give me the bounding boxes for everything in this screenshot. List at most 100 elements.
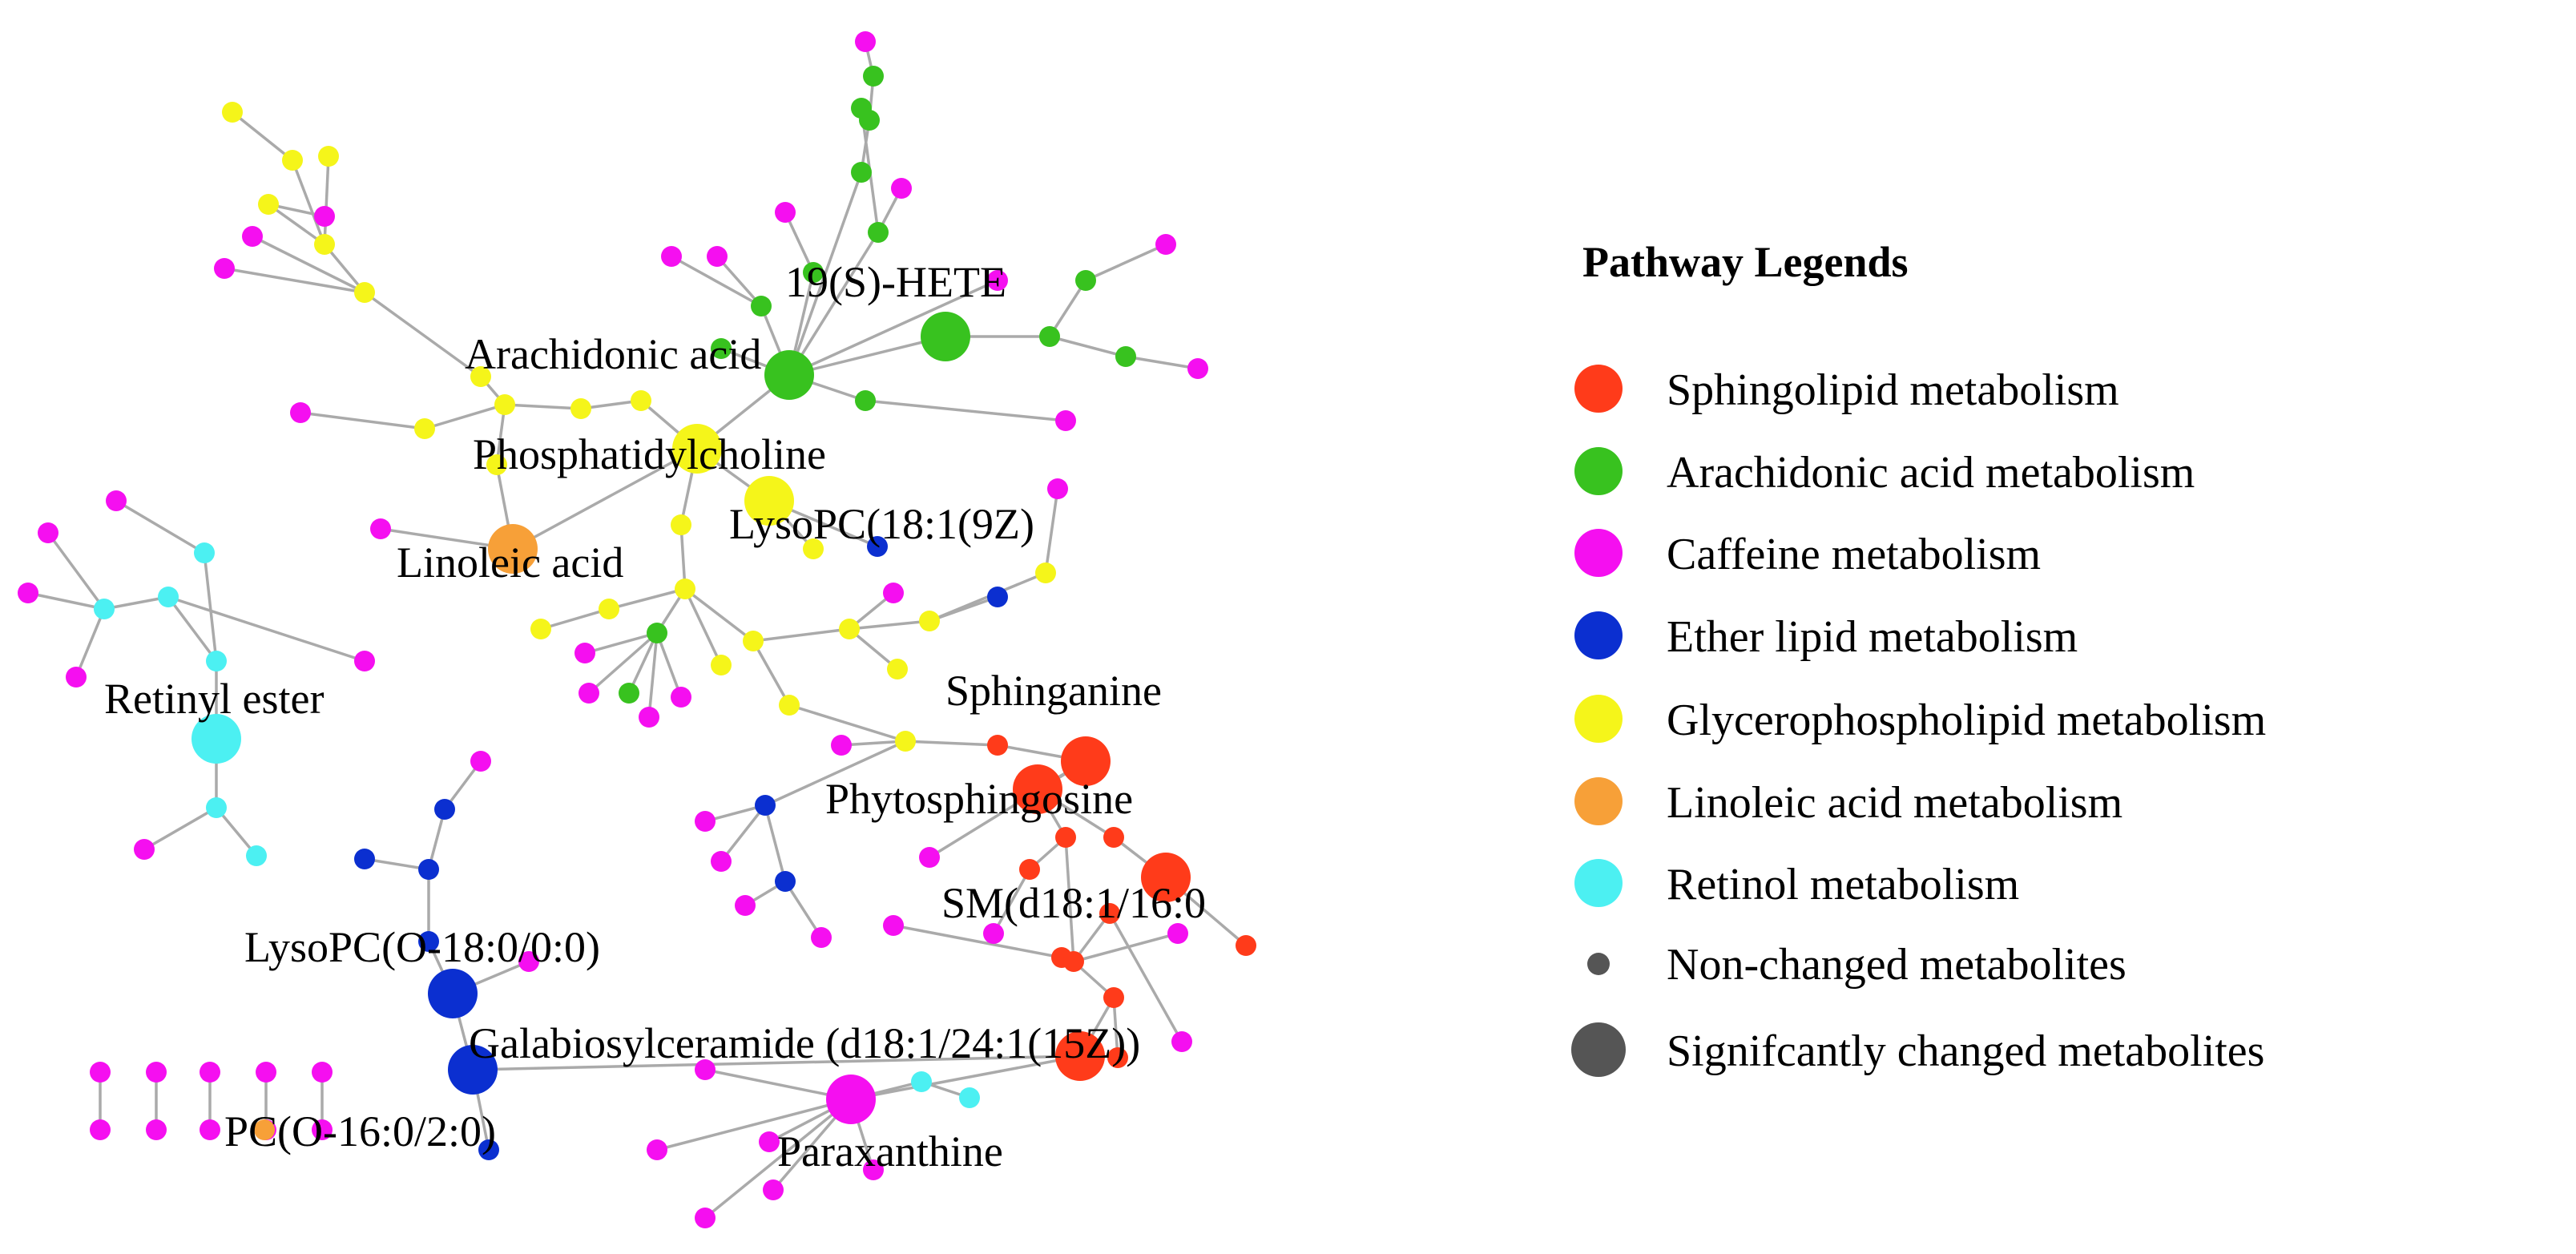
metabolite-node bbox=[470, 751, 491, 772]
metabolite-node bbox=[1155, 234, 1176, 255]
network-edge bbox=[215, 806, 258, 857]
metabolite-node bbox=[242, 226, 263, 247]
network-edge bbox=[363, 291, 482, 378]
metabolite-node bbox=[1035, 562, 1056, 583]
network-edge bbox=[784, 212, 815, 273]
network-edge bbox=[671, 255, 762, 308]
metabolite-node bbox=[743, 631, 764, 651]
metabolite-node bbox=[1075, 270, 1096, 291]
network-edge bbox=[167, 595, 365, 663]
metabolite-node bbox=[494, 394, 515, 415]
metabolite-node bbox=[1099, 903, 1120, 924]
label-sphinganine: Sphinganine bbox=[945, 667, 1162, 715]
metabolite-node bbox=[1047, 478, 1068, 499]
metabolite-node bbox=[695, 1059, 716, 1080]
network-edge bbox=[1085, 243, 1167, 282]
metabolite-node bbox=[983, 923, 1004, 944]
metabolite-node bbox=[867, 536, 888, 557]
significant-metabolite-node bbox=[744, 476, 794, 526]
legend-label: Caffeine metabolism bbox=[1667, 530, 2041, 579]
metabolite-node bbox=[314, 234, 335, 255]
network-edge bbox=[1073, 932, 1179, 963]
network-edge bbox=[716, 255, 763, 308]
significant-metabolite-node bbox=[1141, 853, 1191, 902]
network-edge bbox=[46, 531, 106, 611]
network-edge bbox=[683, 587, 755, 643]
label-paraxanthine: Paraxanthine bbox=[777, 1127, 1003, 1175]
metabolite-node bbox=[258, 194, 279, 215]
significant-metabolite-node bbox=[672, 424, 722, 474]
network-edge bbox=[115, 499, 205, 554]
significant-metabolite-node bbox=[921, 312, 970, 361]
network-edge bbox=[608, 587, 686, 611]
metabolite-node bbox=[755, 795, 776, 816]
metabolite-node bbox=[811, 927, 832, 948]
network-edge bbox=[841, 740, 906, 747]
legend-label: Ether lipid metabolism bbox=[1667, 612, 2078, 662]
significant-metabolite-node bbox=[1013, 764, 1062, 814]
network-edge bbox=[788, 171, 863, 376]
legend-swatch bbox=[1574, 777, 1623, 825]
metabolite-node bbox=[578, 683, 599, 704]
network-edge bbox=[849, 619, 930, 631]
metabolite-node bbox=[711, 338, 732, 359]
network-edge bbox=[27, 591, 105, 611]
metabolite-node bbox=[200, 1062, 220, 1083]
metabolite-node bbox=[883, 583, 904, 603]
network-edge bbox=[1049, 335, 1127, 358]
label-arachidonic-acid: Arachidonic acid bbox=[465, 330, 761, 378]
metabolite-node bbox=[1236, 935, 1256, 956]
network-edge bbox=[865, 399, 1066, 422]
metabolite-node bbox=[855, 390, 876, 411]
metabolite-node bbox=[599, 599, 619, 619]
metabolite-node bbox=[370, 518, 391, 539]
metabolite-node bbox=[891, 178, 912, 199]
metabolite-node bbox=[530, 619, 551, 639]
significant-metabolite-node bbox=[1055, 1031, 1105, 1081]
significant-metabolite-node bbox=[428, 969, 478, 1018]
legend-title: Pathway Legends bbox=[1582, 238, 1909, 286]
metabolite-node bbox=[711, 851, 732, 872]
metabolite-node bbox=[831, 735, 852, 756]
metabolite-node bbox=[254, 1119, 275, 1140]
metabolite-node bbox=[695, 811, 716, 832]
network-edge bbox=[788, 704, 906, 743]
network-edge bbox=[75, 608, 106, 678]
network-edge bbox=[1125, 355, 1199, 370]
metabolite-node bbox=[354, 651, 375, 671]
metabolite-node bbox=[887, 659, 908, 679]
metabolite-node bbox=[206, 797, 227, 818]
metabolite-node bbox=[851, 162, 872, 183]
network-edge bbox=[764, 804, 787, 882]
label-sm-d18-1-16-0: SM(d18:1/16:0 bbox=[941, 879, 1206, 927]
metabolite-node bbox=[863, 66, 884, 87]
metabolite-node bbox=[200, 1119, 220, 1140]
metabolite-node bbox=[1115, 346, 1136, 367]
legend-label: Glycerophospholipid metabolism bbox=[1667, 696, 2266, 745]
legend-item-glycerophospholipid: Glycerophospholipid metabolism bbox=[1574, 695, 2266, 745]
significant-metabolite-node bbox=[826, 1075, 876, 1124]
metabolite-node bbox=[414, 418, 435, 439]
metabolite-node bbox=[855, 31, 876, 52]
legend-label: Sphingolipid metabolism bbox=[1667, 365, 2119, 415]
metabolite-node bbox=[570, 398, 591, 419]
metabolite-node bbox=[1103, 987, 1124, 1008]
metabolite-node bbox=[312, 1062, 333, 1083]
legend-label: Retinol metabolism bbox=[1667, 860, 2019, 909]
metabolite-node bbox=[863, 1159, 884, 1180]
legend-swatch bbox=[1574, 447, 1623, 495]
metabolite-node bbox=[647, 623, 667, 643]
significant-metabolite-node bbox=[1061, 736, 1111, 786]
network-edge bbox=[788, 279, 998, 377]
node-labels: 19(S)-HETE Arachidonic acid Phosphatidyl… bbox=[104, 258, 1206, 1175]
metabolite-node bbox=[987, 587, 1008, 607]
legend-swatch bbox=[1574, 529, 1623, 577]
metabolite-node bbox=[631, 390, 651, 411]
significant-metabolite-node bbox=[488, 524, 538, 574]
network-edge bbox=[424, 403, 506, 430]
metabolite-node bbox=[134, 839, 155, 860]
metabolite-node bbox=[194, 542, 215, 563]
legend-swatch-small bbox=[1587, 953, 1610, 975]
network-edge bbox=[167, 595, 218, 663]
metabolite-node bbox=[246, 845, 267, 866]
